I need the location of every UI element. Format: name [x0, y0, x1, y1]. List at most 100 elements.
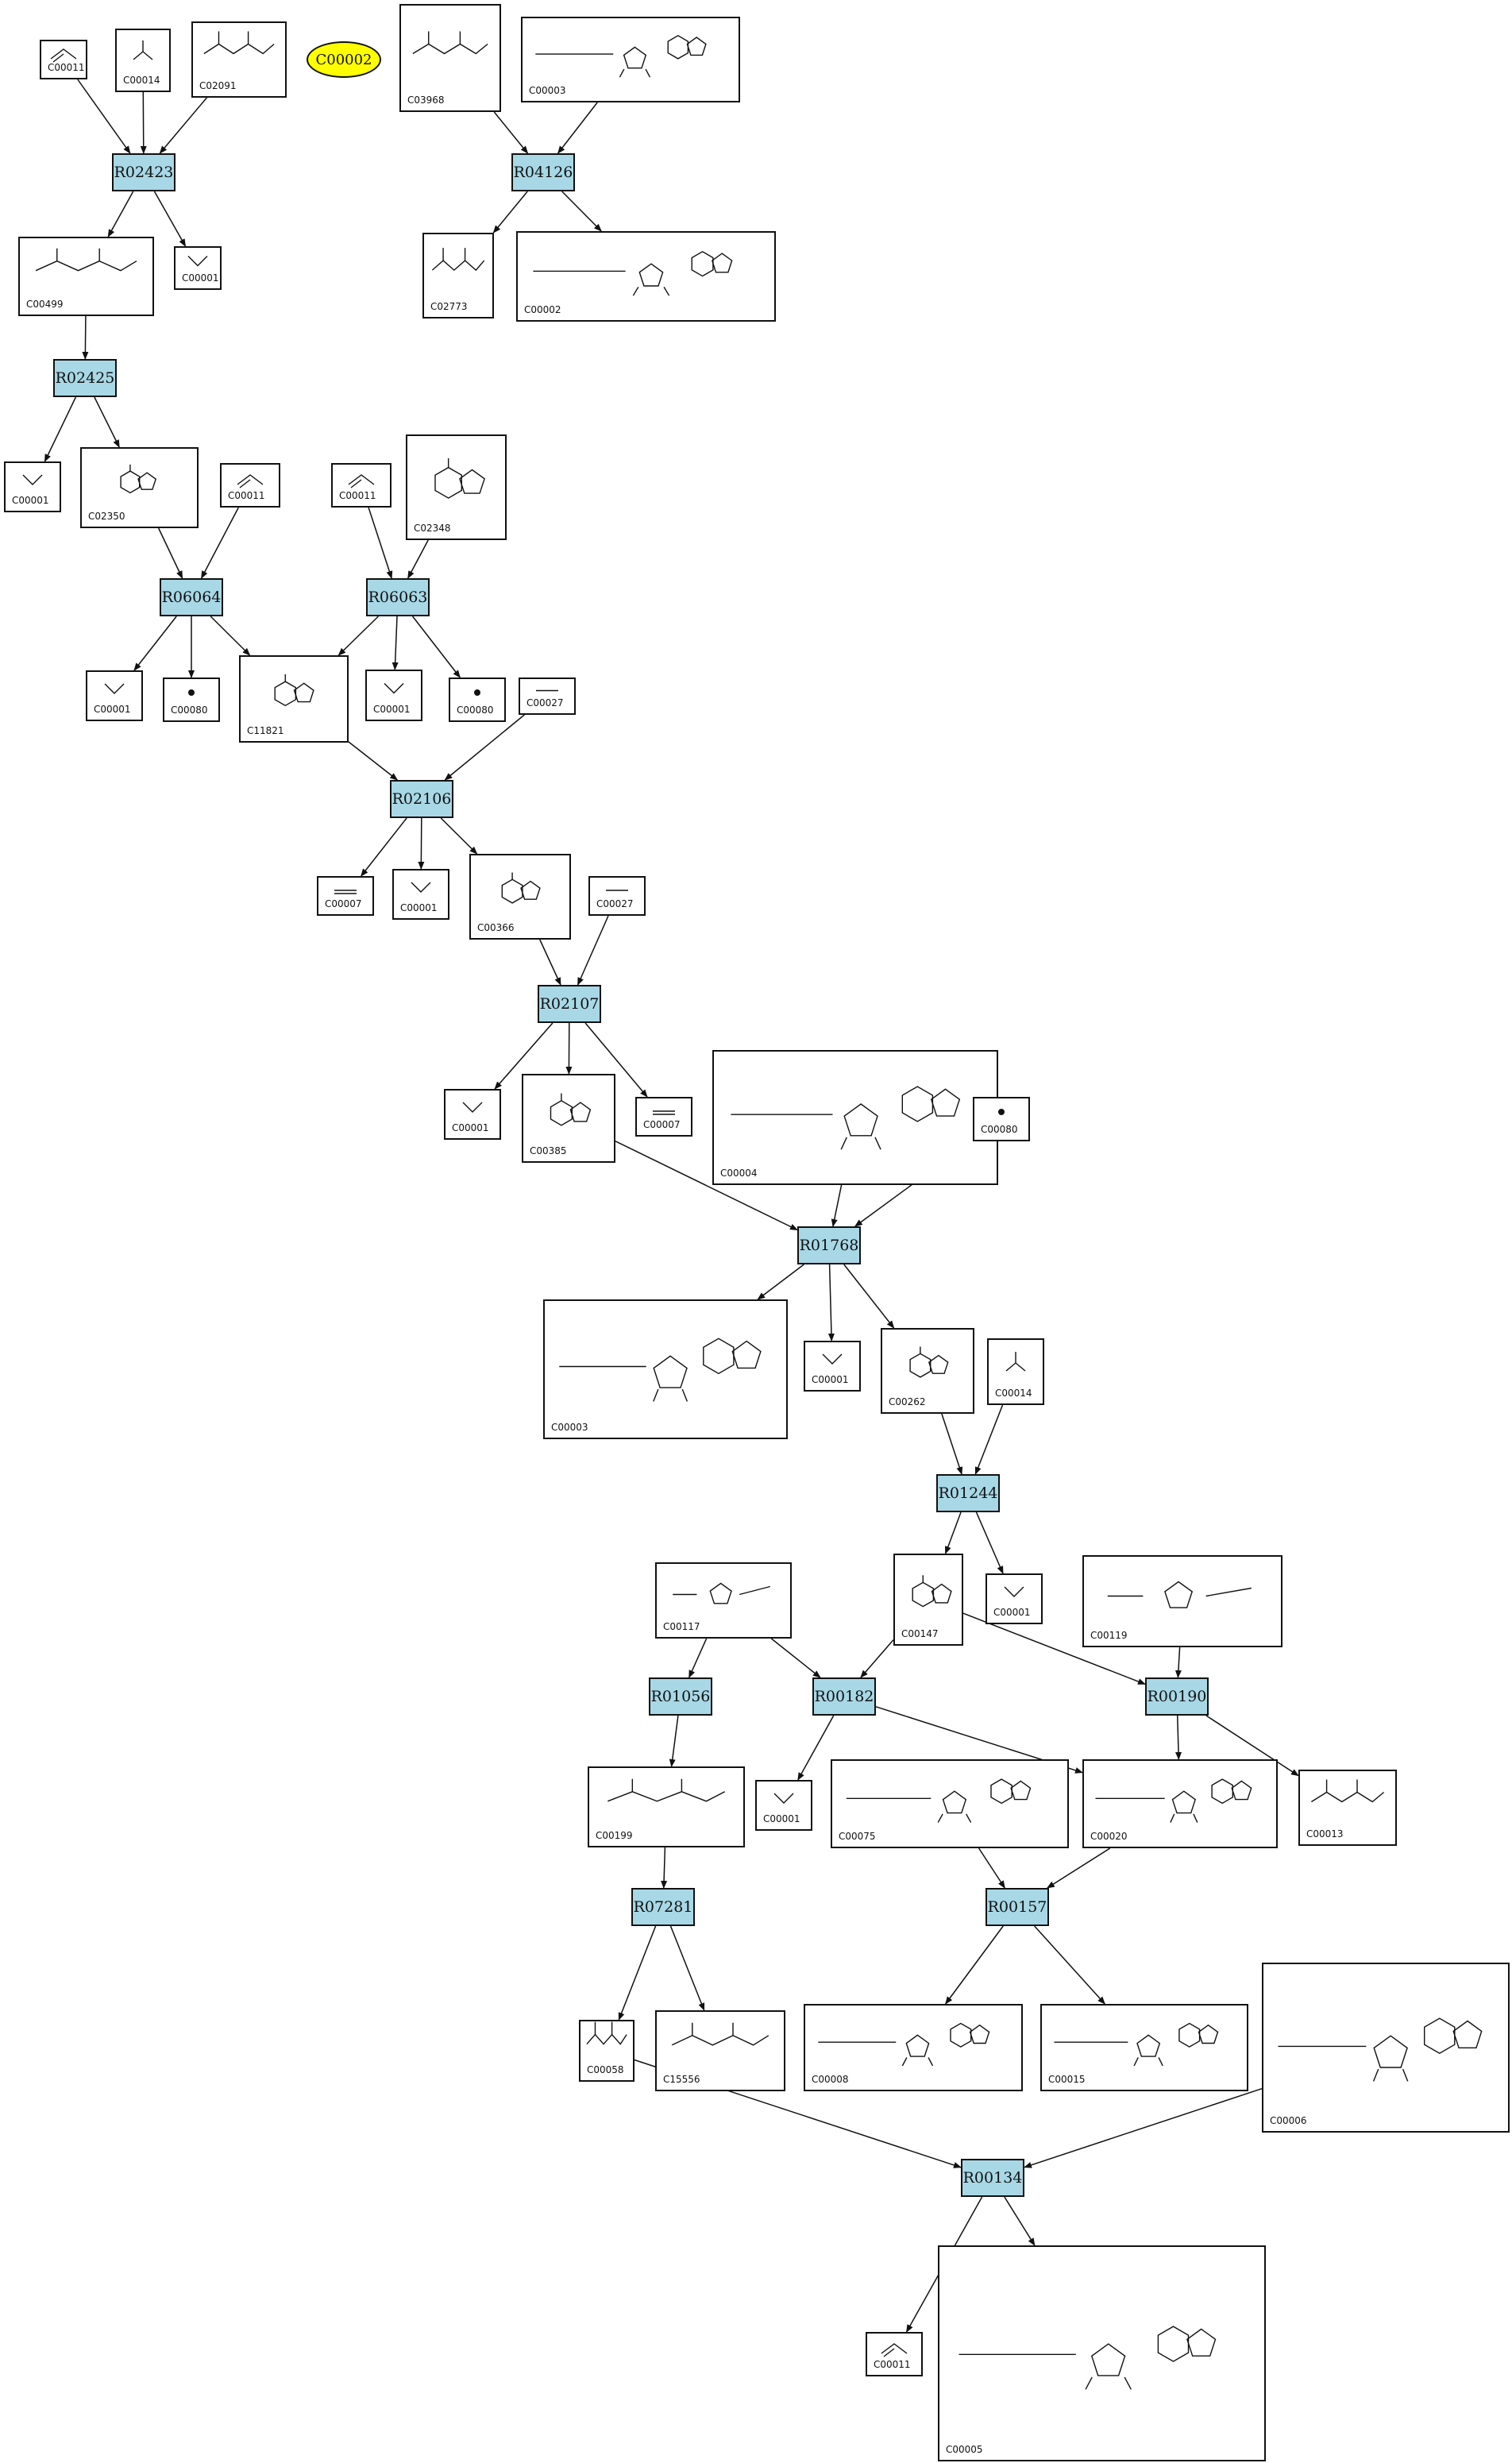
compound-c00147[interactable]: C00147	[893, 1554, 963, 1646]
compound-c00001[interactable]: C00001	[4, 461, 61, 512]
edge-n4-to-r04126	[493, 111, 529, 154]
compound-c02348[interactable]: C02348	[406, 434, 507, 540]
compound-c00001[interactable]: C00001	[86, 670, 143, 721]
reaction-r00157[interactable]: R00157	[986, 1888, 1049, 1926]
reaction-r06064[interactable]: R06064	[160, 578, 223, 616]
compound-c00080[interactable]: C00080	[449, 678, 506, 722]
compound-code: C00011	[48, 62, 85, 73]
edge-r02425-to-n10	[44, 396, 77, 462]
compound-c00075[interactable]: C00075	[831, 1759, 1069, 1848]
compound-code: C00117	[663, 1621, 700, 1632]
reaction-r07281[interactable]: R07281	[631, 1888, 695, 1926]
compound-c02091[interactable]: C02091	[191, 21, 287, 98]
compound-c00005[interactable]: C00005	[938, 2245, 1266, 2461]
compound-code: C00027	[596, 898, 634, 909]
compound-c00001[interactable]: C00001	[392, 869, 449, 920]
compound-c11821[interactable]: C11821	[239, 655, 349, 743]
edge-n23-to-r02107	[539, 939, 561, 986]
compound-c00385[interactable]: C00385	[522, 1074, 615, 1163]
compound-code: C02348	[414, 523, 451, 534]
reaction-r00182[interactable]: R00182	[812, 1677, 876, 1716]
edge-r06063-to-n18	[392, 616, 399, 670]
compound-c00001[interactable]: C00001	[986, 1573, 1043, 1624]
edge-n40-to-r00157	[978, 1847, 1005, 1889]
highlighted-compound[interactable]: C00002	[307, 41, 381, 78]
compound-c00058[interactable]: C00058	[579, 2020, 634, 2082]
compound-code: C03968	[407, 95, 445, 106]
compound-code: C00199	[596, 1830, 633, 1841]
compound-c03968[interactable]: C03968	[399, 4, 501, 112]
compound-c00015[interactable]: C00015	[1040, 2004, 1248, 2091]
compound-c00080[interactable]: C00080	[973, 1097, 1030, 1141]
edge-n17-to-r02106	[348, 741, 399, 781]
compound-c00014[interactable]: C00014	[115, 29, 171, 92]
compound-c00001[interactable]: C00001	[755, 1780, 812, 1831]
compound-c00011[interactable]: C00011	[331, 463, 392, 508]
reaction-r02107[interactable]: R02107	[538, 985, 601, 1023]
edge-n37-to-r00190	[1174, 1647, 1182, 1678]
edge-r02106-to-n22	[418, 817, 425, 870]
reaction-r04126[interactable]: R04126	[511, 153, 575, 191]
edge-n28-to-r01768	[831, 1184, 843, 1227]
reaction-r02423[interactable]: R02423	[112, 153, 176, 191]
compound-c00499[interactable]: C00499	[18, 237, 154, 316]
compound-code: C00001	[94, 704, 131, 715]
compound-c00003[interactable]: C00003	[543, 1299, 788, 1439]
compound-code: C00499	[26, 299, 64, 310]
compound-c00001[interactable]: C00001	[174, 246, 222, 290]
compound-c00011[interactable]: C00011	[866, 2332, 923, 2376]
compound-c00001[interactable]: C00001	[365, 670, 422, 721]
compound-code: C00007	[643, 1119, 681, 1130]
compound-c00001[interactable]: C00001	[444, 1089, 501, 1140]
compound-c00080[interactable]: C00080	[163, 678, 220, 722]
edge-r06063-to-n17	[338, 616, 379, 656]
compound-c00008[interactable]: C00008	[804, 2004, 1023, 2091]
edge-n47-to-r00134	[1024, 2087, 1263, 2168]
compound-c00011[interactable]: C00011	[40, 40, 87, 79]
reaction-r02106[interactable]: R02106	[390, 780, 453, 818]
reaction-r01768[interactable]: R01768	[797, 1226, 861, 1264]
compound-code: C02091	[199, 80, 237, 91]
compound-c00013[interactable]: C00013	[1298, 1770, 1397, 1846]
compound-c00007[interactable]: C00007	[317, 876, 374, 916]
compound-c00366[interactable]: C00366	[469, 854, 571, 940]
compound-code: C00001	[182, 272, 219, 284]
edge-n26-to-r01768	[615, 1141, 798, 1231]
compound-c00006[interactable]: C00006	[1262, 1963, 1510, 2133]
compound-c00002[interactable]: C00002	[516, 231, 776, 322]
reaction-r00134[interactable]: R00134	[961, 2159, 1024, 2197]
compound-c00011[interactable]: C00011	[220, 463, 280, 508]
edge-n2-to-r02423	[140, 91, 147, 154]
compound-c02350[interactable]: C02350	[80, 447, 199, 528]
compound-c00004[interactable]: C00004	[712, 1050, 998, 1185]
reaction-r01056[interactable]: R01056	[649, 1677, 712, 1716]
compound-c02773[interactable]: C02773	[422, 233, 494, 318]
edge-r00190-to-n41	[1175, 1715, 1182, 1760]
edge-n20-to-r02106	[444, 714, 525, 781]
compound-code: C11821	[247, 725, 284, 736]
compound-c00117[interactable]: C00117	[655, 1562, 792, 1639]
reaction-r01244[interactable]: R01244	[936, 1474, 1000, 1512]
compound-c00199[interactable]: C00199	[588, 1766, 745, 1847]
compound-c00020[interactable]: C00020	[1082, 1759, 1278, 1848]
compound-c00007[interactable]: C00007	[635, 1097, 692, 1137]
compound-code: C00001	[373, 704, 411, 715]
compound-c00027[interactable]: C00027	[588, 876, 646, 916]
edge-n35-to-r00182	[860, 1639, 894, 1678]
edge-r06063-to-n19	[412, 616, 461, 678]
compound-c00014[interactable]: C00014	[987, 1338, 1044, 1405]
reaction-r00190[interactable]: R00190	[1145, 1677, 1209, 1716]
reaction-r02425[interactable]: R02425	[53, 359, 117, 397]
reaction-r06063[interactable]: R06063	[366, 578, 430, 616]
compound-c00262[interactable]: C00262	[881, 1328, 974, 1414]
compound-c00119[interactable]: C00119	[1082, 1555, 1282, 1647]
edge-n41-to-r00157	[1046, 1847, 1111, 1889]
compound-code: C00014	[123, 75, 160, 86]
compound-c00027[interactable]: C00027	[519, 678, 576, 715]
compound-c00003[interactable]: C00003	[521, 17, 740, 102]
edge-r00190-to-n42	[1205, 1715, 1299, 1777]
compound-c15556[interactable]: C15556	[655, 2010, 785, 2091]
edge-r01056-to-n38	[669, 1715, 679, 1767]
compound-c00001[interactable]: C00001	[804, 1341, 861, 1392]
compound-code: C00011	[228, 490, 265, 501]
